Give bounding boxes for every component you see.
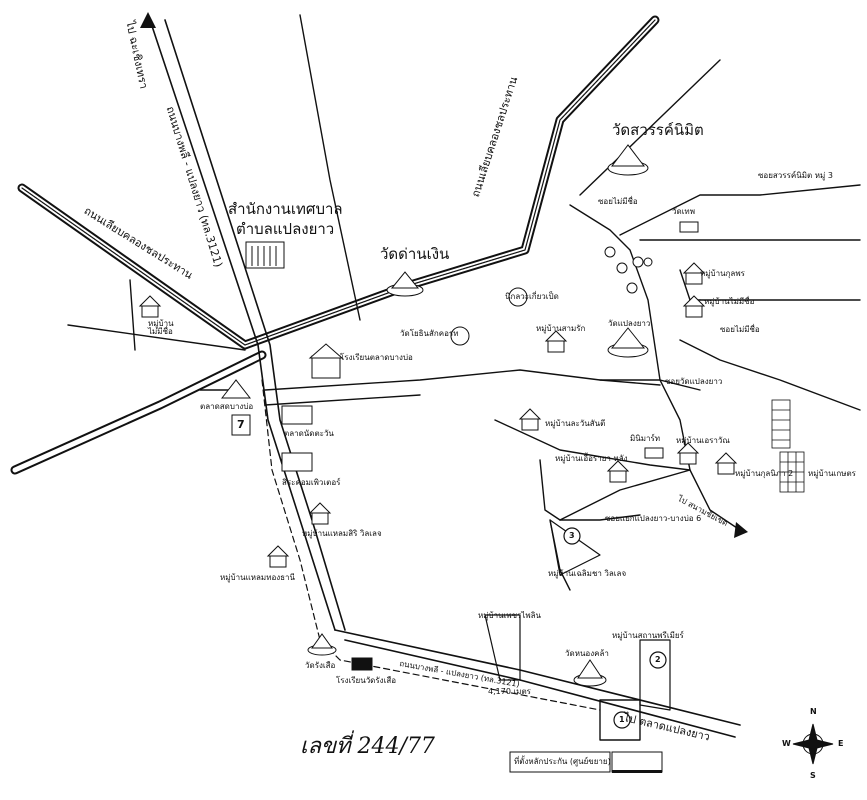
village-kasem-label: หมู่บ้านละวันสันตี	[545, 419, 606, 428]
village-house-icons	[138, 221, 738, 671]
village-no-name-label: หมู่บ้าน ไม่มีชื่อ	[148, 319, 174, 336]
seven-eleven-icon	[231, 414, 251, 436]
wat-plaeng-yao-label: วัดแปลงยาว	[608, 319, 651, 328]
village-pruksa-label: หมู่บ้านกุลนิภา 2	[735, 469, 794, 478]
wat-dan-ngoen-label: วัดด่านเงิน	[380, 245, 450, 263]
canal-road	[17, 15, 660, 350]
temple-icon-bottom-left	[307, 633, 337, 656]
village-hong-label: หมู่บ้านเอื้อรายา หลัง	[555, 454, 628, 463]
tesco-label: ตลาดนัดตะวัน	[284, 429, 334, 438]
market-label: ตลาดสดบางบ่อ	[200, 402, 254, 411]
village-thanya-label: หมู่บ้านไม่มีชื่อ	[704, 297, 755, 306]
mini-mart-label: มินิมาร์ท	[630, 434, 661, 443]
marker-1-label: 1	[619, 715, 625, 724]
siam-commercial-label: สิระคอมเพิวเตอร์	[282, 478, 341, 487]
village-kaeo-label: หมู่บ้านเกษตร	[808, 469, 856, 478]
school-bottom-label: โรงเรียนวัดรังเสือ	[336, 676, 396, 685]
village-prasert-label: หมู่บ้านเพชรไพลิน	[478, 611, 541, 620]
temple-icon-plaeng-yao	[607, 327, 649, 358]
mart-label: นิกลวะเกี่ยวเป็ด	[505, 292, 559, 301]
soi-mai-mi-chue-2-label: ซอยไม่มีชื่อ	[720, 325, 760, 334]
wat-thep-label: วัดเทพ	[672, 207, 695, 216]
temple-icon-sawan-nimit	[607, 144, 649, 176]
wat-sawan-nimit-label: วัดสวรรค์นิมิต	[612, 121, 704, 139]
compass-rose	[792, 723, 834, 765]
distance-label: 4,170 เมตร	[488, 687, 531, 696]
school-label: โรงเรียนตลาดบางบ่อ	[340, 353, 413, 362]
village-siri-label: หมู่บ้านแหลมสิริ วิลเลจ	[302, 529, 382, 538]
village-chom-label: หมู่บ้านเฉลิมชา วิลเลจ	[548, 569, 627, 578]
bangphli-road	[149, 19, 336, 631]
compass-n: N	[810, 707, 817, 716]
shop-icon-1	[281, 405, 313, 425]
marker-1	[613, 711, 631, 729]
village-kin-label: หมู่บ้านกุลพร	[700, 269, 745, 278]
handwritten-number: เลขที่ 244/77	[300, 734, 435, 759]
seven-eleven-label: 7	[237, 418, 245, 431]
shop-icon-2	[281, 452, 313, 472]
village-sanamchai-label: หมู่บ้านสามรัก	[536, 324, 586, 333]
marker-3-label: 3	[569, 531, 575, 540]
soi-bang-bo-label: ซอยแยกแปลงยาว-บางบ่อ 6	[605, 514, 702, 523]
school-icon	[308, 343, 344, 379]
marker-3	[563, 527, 581, 545]
compass-s: S	[810, 771, 816, 780]
wat-shop-label: วัดโยธินสักคอรท	[400, 329, 459, 338]
market-icon	[220, 379, 252, 399]
soi-mai-mi-chue-label: ซอยไม่มีชื่อ	[598, 197, 638, 206]
village-sena-label: หมู่บ้านเอราวัณ	[676, 436, 730, 445]
village-mitra-label: หมู่บ้านสถานพรีเมียร์	[612, 631, 684, 640]
wat-nong-khla-label: วัดหนองคล้า	[565, 649, 609, 658]
municipal-office-label-1: สำนักงานเทศบาล	[228, 200, 343, 218]
municipal-office-label-2: ตำบลแปลงยาว	[236, 220, 335, 238]
marker-2	[649, 651, 667, 669]
temple-icon-south	[573, 659, 607, 687]
marker-2-label: 2	[655, 655, 661, 664]
soi-wat-sawan-label: ซอยสวรรค์นิมิต หมู่ 3	[758, 171, 833, 180]
legend-site-label: ที่ตั้งหลักประกัน (ศูนย์ขยาย)	[514, 757, 611, 766]
village-thap-label: หมู่บ้านแหลมทองธานี	[220, 573, 296, 582]
compass-e: E	[838, 739, 844, 748]
wat-bueng-label: วัดรังเสือ	[305, 661, 336, 670]
compass-w: W	[782, 739, 791, 748]
soi-plaeng-yao-label: ซอยวัดแปลงยาว	[665, 377, 723, 386]
temple-icon-dan-ngoen	[386, 271, 424, 297]
